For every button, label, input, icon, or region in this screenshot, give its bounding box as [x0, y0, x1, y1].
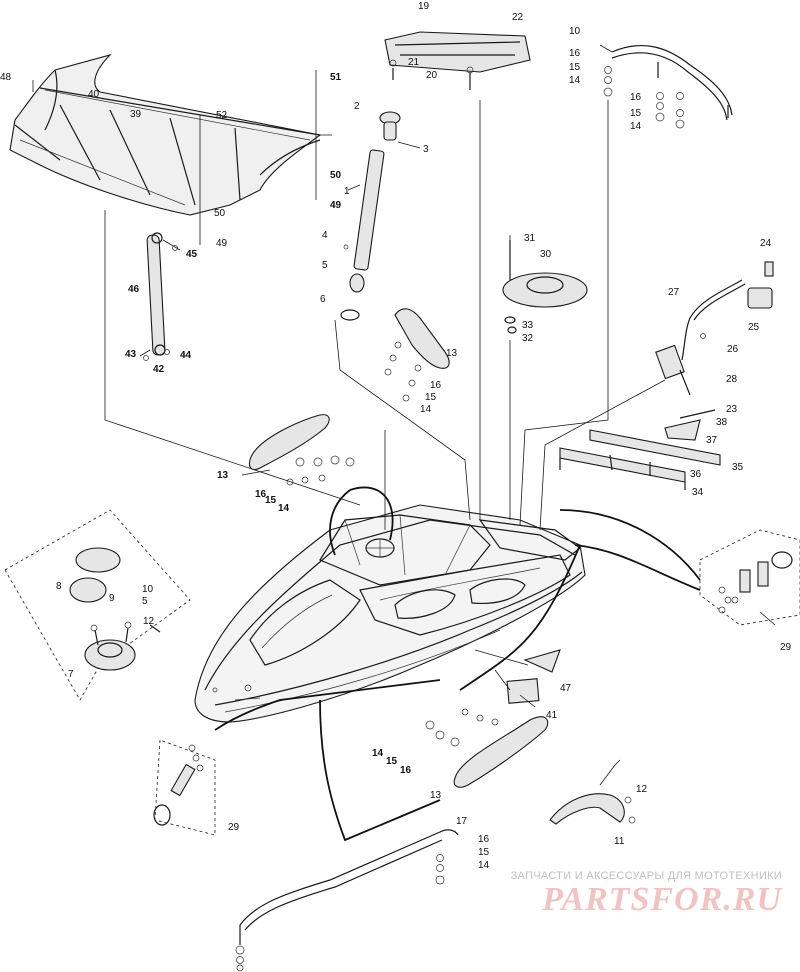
label-26: 26 [727, 344, 739, 355]
label-8: 8 [56, 581, 62, 592]
label-18: 10 [569, 26, 581, 37]
label-24: 24 [760, 238, 772, 249]
tow-eye-right [699, 529, 800, 626]
bow-light-inset [4, 509, 191, 701]
label-11: 11 [614, 836, 625, 847]
reference-lines [104, 100, 701, 842]
label-23: 23 [726, 404, 738, 415]
label-9: 9 [109, 593, 115, 604]
grab-rail-top [603, 45, 733, 129]
label-15-top: 15 [569, 62, 581, 73]
label-15-lower: 15 [386, 756, 398, 767]
label-49b: 49 [330, 200, 342, 211]
label-49a: 49 [216, 238, 228, 249]
label-32: 32 [522, 333, 534, 344]
label-48: 48 [0, 72, 12, 83]
label-37: 37 [706, 435, 718, 446]
steering-cable [655, 261, 774, 396]
label-16-upper: 16 [430, 380, 442, 391]
watermark-tagline: ЗАПЧАСТИ И АКСЕССУАРЫ ДЛЯ МОТОТЕХНИКИ [510, 870, 782, 882]
label-14-upper: 14 [420, 404, 432, 415]
bimini-top [9, 53, 322, 216]
label-7: 7 [68, 669, 74, 680]
label-13-upper: 13 [446, 348, 458, 359]
label-29-right: 29 [780, 642, 792, 653]
label-13-lower: 13 [430, 790, 442, 801]
cleat-and-pads [506, 649, 636, 825]
label-16-top: 16 [569, 48, 581, 59]
flag-pole [340, 111, 401, 321]
label-30: 30 [540, 249, 552, 260]
label-22: 22 [512, 12, 524, 23]
seat-rails [559, 409, 721, 490]
label-39: 39 [130, 109, 142, 120]
label-14-lower: 14 [372, 748, 384, 759]
label-12b: 12 [636, 784, 648, 795]
label-14-left: 14 [278, 503, 290, 514]
label-15-bottom: 15 [478, 847, 490, 858]
label-12a: 12 [143, 616, 155, 627]
label-34: 34 [692, 487, 704, 498]
label-20: 20 [426, 70, 438, 81]
label-36: 36 [690, 469, 702, 480]
label-15-upper: 15 [425, 392, 437, 403]
label-16-bottom: 16 [478, 834, 490, 845]
label-5: 5 [322, 260, 328, 271]
label-3: 3 [423, 144, 429, 155]
label-2: 2 [354, 101, 360, 112]
label-14-top: 14 [569, 75, 581, 86]
label-15-left: 15 [265, 495, 277, 506]
grab-handles [248, 308, 549, 788]
ladder-assembly [384, 31, 531, 90]
label-44: 44 [180, 350, 192, 361]
label-4: 4 [322, 230, 328, 241]
label-46: 46 [128, 284, 140, 295]
label-28: 28 [726, 374, 738, 385]
label-16-mid: 16 [630, 92, 642, 103]
label-50b: 50 [330, 170, 342, 181]
label-13-left: 13 [217, 470, 229, 481]
label-50a: 50 [214, 208, 226, 219]
leader-lines [32, 44, 613, 708]
label-40: 40 [88, 89, 100, 100]
label-25: 25 [748, 322, 760, 333]
label-17: 17 [456, 816, 468, 827]
label-31: 31 [524, 233, 536, 244]
label-41: 41 [546, 710, 558, 721]
label-45: 45 [186, 249, 198, 260]
boat-hull [194, 504, 586, 723]
label-14-bottom: 14 [478, 860, 490, 871]
support-pole [139, 232, 181, 361]
label-27: 27 [668, 287, 680, 298]
label-21: 21 [408, 57, 420, 68]
label-35: 35 [732, 462, 744, 473]
label-52: 52 [216, 110, 228, 121]
label-38: 38 [716, 417, 728, 428]
label-47: 47 [560, 683, 572, 694]
label-10: 10 [142, 584, 154, 595]
label-43: 43 [125, 349, 137, 360]
label-42: 42 [153, 364, 165, 375]
label-15-mid: 15 [630, 108, 642, 119]
label-29-left: 29 [228, 822, 240, 833]
label-19: 19 [418, 1, 430, 12]
label-16-lower: 16 [400, 765, 412, 776]
label-33: 33 [522, 320, 534, 331]
label-5b: 5 [142, 596, 148, 607]
label-51: 51 [330, 72, 342, 83]
label-14-mid: 14 [630, 121, 642, 132]
watermark: ЗАПЧАСТИ И АКСЕССУАРЫ ДЛЯ МОТОТЕХНИКИ PA… [482, 870, 782, 918]
callout-labels: 19 22 21 20 10 16 15 14 16 15 14 48 40 3… [0, 1, 792, 871]
watermark-logo: PARTSFOR.RU [542, 881, 782, 918]
tow-eye-left [153, 739, 216, 836]
table-base [502, 240, 588, 334]
stern-rail [235, 829, 459, 972]
label-1: 1 [344, 186, 350, 197]
label-16-left: 16 [255, 489, 267, 500]
label-6: 6 [320, 294, 326, 305]
